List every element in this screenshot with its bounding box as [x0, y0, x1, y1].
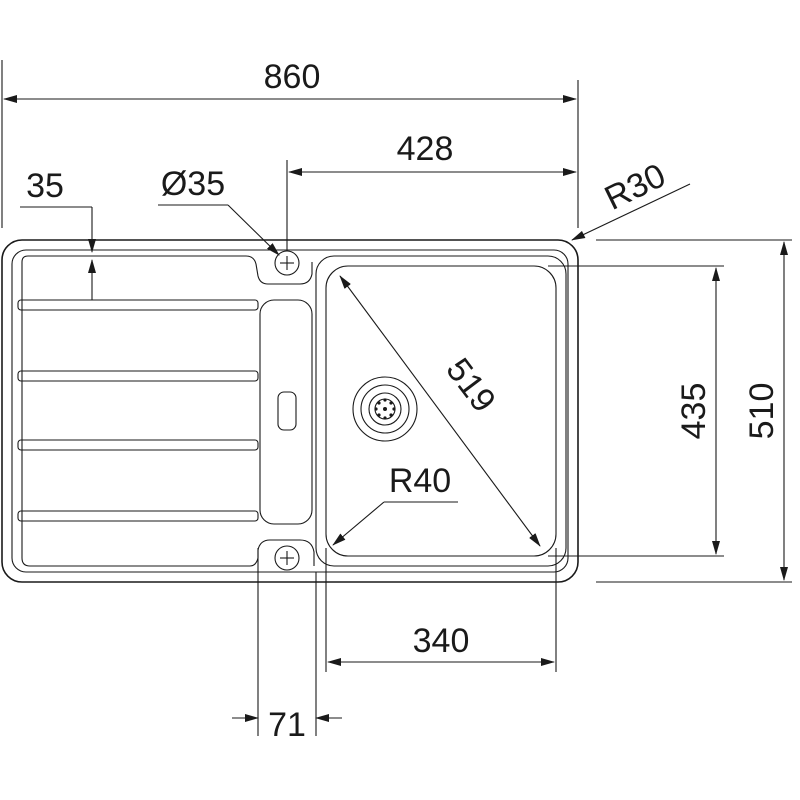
dimension-tap-hole: Ø35: [158, 165, 280, 256]
main-bowl-inner: [325, 265, 557, 557]
tap-hole-bottom: [274, 545, 300, 571]
drainer-area: [17, 255, 315, 567]
overflow-slot: [277, 391, 297, 431]
label-bowl-depth: 435: [675, 383, 713, 440]
main-bowl-outer: [315, 255, 567, 567]
drainer-outline: [21, 255, 313, 285]
label-bowl-corner-radius: R40: [389, 462, 451, 500]
drainer-rib-3: [17, 439, 259, 451]
dimension-outer-corner-radius: R30: [571, 156, 691, 241]
label-bowl-offset-width: 428: [397, 130, 454, 168]
label-drainer-edge: 35: [26, 167, 64, 205]
label-overall-depth: 510: [743, 383, 781, 440]
dimension-divider-width: 71: [232, 548, 342, 744]
label-divider-width: 71: [268, 706, 306, 744]
sink-outer-outline: [1, 239, 579, 583]
prep-channel: [259, 299, 313, 525]
label-tap-hole-diameter: Ø35: [161, 165, 225, 203]
drainer-rib-2: [17, 370, 259, 382]
tap-hole-top: [274, 250, 300, 276]
drainer-rib-4: [17, 510, 259, 522]
drainer-bottom-outline: [21, 262, 315, 567]
dimension-bowl-offset-width: 428: [286, 130, 577, 250]
label-overall-width: 860: [264, 58, 321, 96]
dimension-drainer-edge: 35: [20, 167, 96, 300]
drainer-rib-1: [17, 299, 259, 311]
dimension-overall-width: 860: [1, 58, 579, 228]
sink-body: [1, 239, 579, 583]
dimension-bowl-depth: 435: [548, 265, 724, 557]
dimension-bowl-corner-radius: R40: [332, 462, 458, 546]
dimension-overall-depth: 510: [596, 239, 792, 583]
dimension-bowl-width: 340: [325, 548, 557, 672]
dimension-bowl-diagonal: 519: [339, 275, 541, 547]
label-outer-corner-radius: R30: [599, 156, 672, 217]
drain-strainer: [352, 376, 418, 442]
label-bowl-diagonal: 519: [439, 351, 503, 419]
sink-inner-rim: [11, 249, 569, 573]
label-bowl-width: 340: [413, 622, 470, 660]
